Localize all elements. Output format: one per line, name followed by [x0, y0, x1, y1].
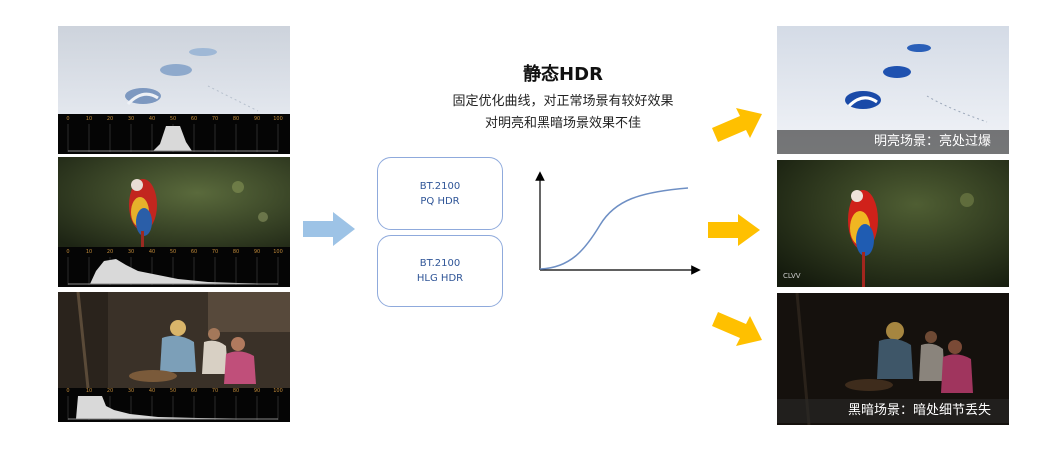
hist-tick: 60: [190, 249, 198, 255]
page-title: 静态HDR: [523, 64, 603, 85]
subtitle-line-1: 固定优化曲线，对正常场景有较好效果: [452, 94, 674, 109]
snow-scene-picture: [58, 26, 290, 114]
hist-tick: 90: [253, 116, 261, 122]
hlg-hdr-line1: BT.2100: [419, 258, 461, 269]
hist-tick: 40: [148, 116, 156, 122]
svg-text:CLVV: CLVV: [783, 272, 801, 280]
output-dark-image: 黑暗场景：暗处细节丢失: [777, 293, 1009, 425]
parrot-output-picture: CLVV: [777, 160, 1009, 287]
tone-curve-line: [539, 187, 689, 270]
hist-tick: 30: [127, 388, 135, 394]
hist-tick: 20: [106, 388, 114, 394]
hist-tick: 30: [127, 116, 135, 122]
hist-tick: 100: [273, 249, 283, 255]
hist-tick: 60: [190, 116, 198, 122]
input-dark-image: 0 10 20 30 40 50 60 70 80 90 100: [58, 292, 290, 422]
output-arrow-icon: [712, 312, 762, 346]
hist-tick: 100: [273, 116, 283, 122]
hist-tick: 50: [169, 249, 177, 255]
bright-caption: 明亮场景：亮处过爆: [777, 130, 1009, 154]
hist-tick: 10: [85, 249, 93, 255]
pq-hdr-line1: BT.2100: [419, 180, 461, 192]
hist-tick: 10: [85, 116, 93, 122]
subtitle-line-2: 对明亮和黑暗场景效果不佳: [484, 116, 641, 131]
input-snow-image: 0 10 20 30 40 50 60 70 80 90 100: [58, 26, 290, 154]
input-arrow-icon: [303, 212, 355, 246]
output-bright-image: 明亮场景：亮处过爆: [777, 26, 1009, 154]
hist-tick: 10: [85, 388, 93, 394]
hist-tick: 80: [232, 116, 240, 122]
hist-tick: 70: [211, 116, 219, 122]
hist-tick: 0: [66, 388, 70, 394]
hist-tick: 50: [169, 116, 177, 122]
hist-tick: 80: [232, 388, 240, 394]
hist-tick: 70: [211, 388, 219, 394]
hist-tick: 0: [66, 116, 70, 122]
hist-tick: 90: [253, 249, 261, 255]
hlg-hdr-line2: HLG HDR: [416, 273, 464, 284]
hist-tick: 90: [253, 388, 261, 394]
parrot-histogram: 0 10 20 30 40 50 60 70 80 90 100: [58, 247, 290, 287]
hist-tick: 40: [148, 388, 156, 394]
pq-hdr-box: BT.2100 PQ HDR: [377, 157, 503, 230]
input-parrot-image: 0 10 20 30 40 50 60 70 80 90 100: [58, 157, 290, 287]
hlg-hdr-box: BT.2100 HLG HDR: [377, 235, 503, 307]
output-parrot-image: CLVV: [777, 160, 1009, 287]
dark-caption: 黑暗场景：暗处细节丢失: [777, 399, 1009, 423]
hist-tick: 0: [66, 249, 70, 255]
hist-tick: 20: [106, 116, 114, 122]
hist-tick: 60: [190, 388, 198, 394]
tone-curve-chart: [535, 171, 701, 275]
hist-tick: 40: [148, 249, 156, 255]
hist-tick: 50: [169, 388, 177, 394]
output-arrow-icon: [712, 108, 762, 142]
pq-hdr-line2: PQ HDR: [420, 195, 460, 207]
snow-histogram: 0 10 20 30 40 50 60 70 80 90 100: [58, 114, 290, 154]
hist-tick: 30: [127, 249, 135, 255]
hist-tick: 70: [211, 249, 219, 255]
dark-histogram: 0 10 20 30 40 50 60 70 80 90 100: [58, 388, 290, 422]
hist-tick: 20: [106, 249, 114, 255]
parrot-scene-picture: [58, 157, 290, 247]
dark-scene-picture: [58, 292, 290, 388]
hist-tick: 100: [273, 388, 283, 394]
hist-tick: 80: [232, 249, 240, 255]
output-arrow-icon: [708, 214, 760, 246]
